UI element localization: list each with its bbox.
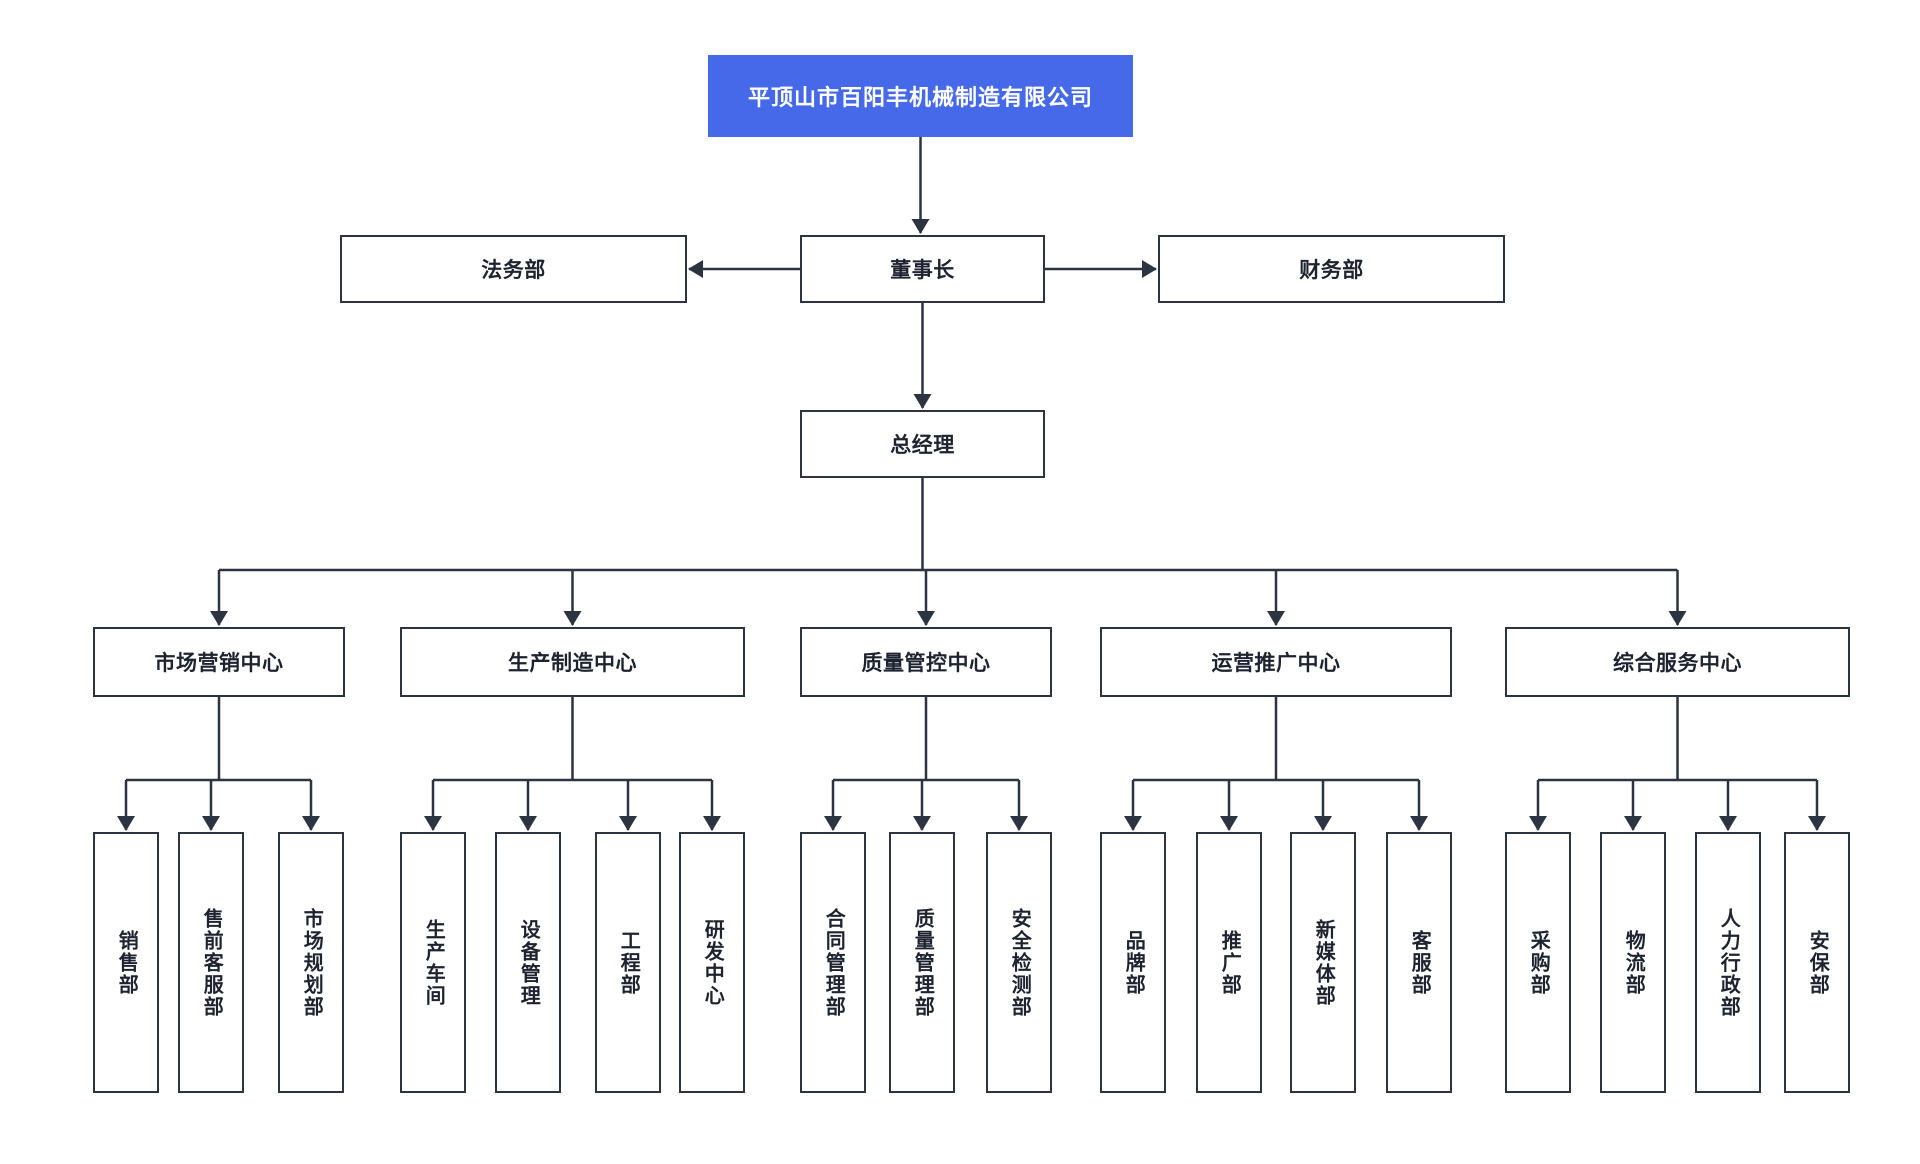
center-node-0[interactable]: 市场营销中心: [93, 627, 345, 697]
node-label: 总经理: [890, 434, 955, 457]
node-label: 新媒体部: [1312, 918, 1335, 1007]
node-label: 综合服务中心: [1613, 652, 1742, 675]
department-node-0-2[interactable]: 市场规划部: [278, 832, 344, 1093]
node-label: 合同管理部: [822, 907, 845, 1018]
company-root-node[interactable]: 平顶山市百阳丰机械制造有限公司: [708, 55, 1133, 137]
department-node-1-0[interactable]: 生产车间: [400, 832, 466, 1093]
node-label: 法务部: [481, 259, 546, 282]
node-label: 安保部: [1806, 929, 1829, 996]
node-label: 市场营销中心: [154, 652, 284, 675]
department-node-4-3[interactable]: 安保部: [1784, 832, 1850, 1093]
node-label: 采购部: [1527, 929, 1550, 996]
arrow-bus-to-dept-1-1: [519, 816, 537, 831]
department-node-4-1[interactable]: 物流部: [1600, 832, 1666, 1093]
department-node-4-2[interactable]: 人力行政部: [1695, 832, 1761, 1093]
node-label: 客服部: [1408, 929, 1431, 996]
node-label: 销售部: [115, 929, 138, 996]
arrow-bus-to-dept-0-0: [117, 816, 135, 831]
arrow-bus-to-center-1: [563, 611, 582, 626]
arrow-chairman-to-finance: [1142, 260, 1157, 278]
arrow-bus-to-dept-4-3: [1808, 816, 1826, 831]
arrow-bus-to-dept-2-1: [913, 816, 931, 831]
arrow-bus-to-dept-3-0: [1124, 816, 1142, 831]
node-label: 生产车间: [422, 918, 445, 1007]
node-label: 物流部: [1622, 929, 1645, 996]
department-node-1-3[interactable]: 研发中心: [679, 832, 745, 1093]
arrow-bus-to-dept-4-1: [1624, 816, 1642, 831]
node-label: 市场规划部: [300, 907, 323, 1018]
node-label: 质量管理部: [911, 907, 934, 1018]
node-label: 品牌部: [1122, 929, 1145, 996]
chairman-node[interactable]: 董事长: [800, 235, 1045, 303]
arrow-chairman-to-legal: [688, 260, 703, 278]
arrow-root-to-chairman: [911, 219, 930, 234]
finance-department-node[interactable]: 财务部: [1158, 235, 1505, 303]
department-node-4-0[interactable]: 采购部: [1505, 832, 1571, 1093]
department-node-1-1[interactable]: 设备管理: [495, 832, 561, 1093]
department-node-2-0[interactable]: 合同管理部: [800, 832, 866, 1093]
arrow-bus-to-dept-3-2: [1314, 816, 1332, 831]
center-node-2[interactable]: 质量管控中心: [800, 627, 1052, 697]
arrow-bus-to-center-2: [917, 611, 935, 626]
node-label: 财务部: [1299, 259, 1364, 282]
department-node-3-3[interactable]: 客服部: [1386, 832, 1452, 1093]
department-node-0-1[interactable]: 售前客服部: [178, 832, 244, 1093]
node-label: 董事长: [890, 259, 955, 282]
node-label: 安全检测部: [1008, 907, 1031, 1018]
arrow-bus-to-dept-1-0: [424, 816, 442, 831]
department-node-1-2[interactable]: 工程部: [595, 832, 661, 1093]
arrow-bus-to-dept-3-1: [1220, 816, 1238, 831]
node-label: 生产制造中心: [508, 652, 637, 675]
arrow-bus-to-dept-1-2: [619, 816, 637, 831]
node-label: 设备管理: [517, 918, 540, 1007]
node-label: 售前客服部: [200, 907, 223, 1018]
department-node-3-1[interactable]: 推广部: [1196, 832, 1262, 1093]
department-node-0-0[interactable]: 销售部: [93, 832, 159, 1093]
node-label: 平顶山市百阳丰机械制造有限公司: [747, 85, 1093, 110]
node-label: 工程部: [617, 929, 640, 996]
center-node-4[interactable]: 综合服务中心: [1505, 627, 1850, 697]
arrow-bus-to-dept-4-2: [1719, 816, 1737, 831]
arrow-bus-to-center-0: [210, 611, 228, 626]
node-label: 研发中心: [701, 918, 724, 1007]
arrow-bus-to-dept-2-0: [824, 816, 842, 831]
arrow-chairman-to-gm: [913, 394, 932, 409]
arrow-bus-to-dept-0-2: [302, 816, 320, 831]
node-label: 人力行政部: [1717, 907, 1740, 1018]
arrow-bus-to-dept-0-1: [202, 816, 220, 831]
center-node-1[interactable]: 生产制造中心: [400, 627, 745, 697]
department-node-2-1[interactable]: 质量管理部: [889, 832, 955, 1093]
legal-department-node[interactable]: 法务部: [340, 235, 687, 303]
node-label: 运营推广中心: [1211, 652, 1341, 675]
arrow-bus-to-center-4: [1668, 611, 1687, 626]
department-node-3-0[interactable]: 品牌部: [1100, 832, 1166, 1093]
arrow-bus-to-dept-1-3: [703, 816, 721, 831]
arrow-bus-to-center-3: [1267, 611, 1285, 626]
department-node-2-2[interactable]: 安全检测部: [986, 832, 1052, 1093]
arrow-bus-to-dept-3-3: [1410, 816, 1428, 831]
general-manager-node[interactable]: 总经理: [800, 410, 1045, 478]
node-label: 推广部: [1218, 929, 1241, 996]
node-label: 质量管控中心: [861, 652, 991, 675]
department-node-3-2[interactable]: 新媒体部: [1290, 832, 1356, 1093]
center-node-3[interactable]: 运营推广中心: [1100, 627, 1452, 697]
arrow-bus-to-dept-4-0: [1529, 816, 1547, 831]
arrow-bus-to-dept-2-2: [1010, 816, 1028, 831]
